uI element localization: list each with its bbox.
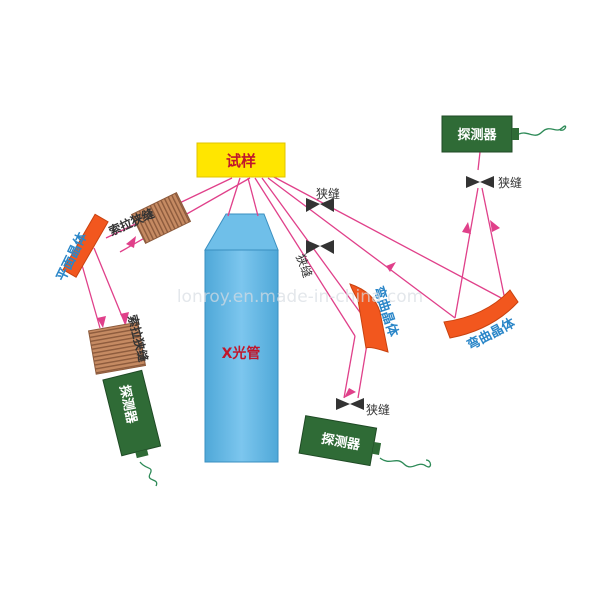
- ray-sample-to-center-2: [261, 177, 371, 327]
- detector-right: 探测器: [441, 115, 567, 153]
- slit-bottom: 狭缝: [336, 398, 390, 417]
- detector-bottom: 探测器: [298, 415, 432, 468]
- arrow-to-soller-bottom: [97, 316, 106, 328]
- detector-left-cable: [139, 461, 158, 487]
- arrow-to-right-crystal: [386, 262, 396, 272]
- xray-tube-label: X光管: [222, 345, 261, 362]
- ray-center-to-detector-1: [343, 335, 356, 399]
- ray-flat-crystal-1: [79, 257, 101, 329]
- slit-upper-wedge-a: [306, 198, 320, 212]
- arrow-to-soller-top: [126, 236, 136, 248]
- slit-lower-label: 狭缝: [293, 252, 315, 280]
- detector-right-label: 探测器: [457, 127, 497, 143]
- curved-crystal-center-body: [349, 283, 389, 353]
- ray-tube-to-sample-1: [227, 177, 241, 217]
- arrow-right-up: [462, 222, 471, 234]
- detector-left-connector: [135, 449, 149, 459]
- slit-bottom-wedge-b: [350, 398, 364, 410]
- ray-sample-to-right-2: [271, 175, 506, 301]
- soller-slit-bottom: 索拉狭缝: [87, 313, 151, 375]
- ray-tube-to-sample-2: [247, 177, 259, 217]
- ray-flat-crystal-2: [93, 247, 127, 327]
- detector-bottom-cable: [379, 457, 432, 468]
- soller-slit-top: 索拉狭缝: [106, 191, 192, 245]
- detector-right-connector: [512, 128, 519, 140]
- xray-tube-body: [204, 249, 279, 463]
- detector-bottom-label: 探测器: [320, 431, 362, 454]
- ray-right-up-2: [481, 187, 506, 301]
- detector-right-cable: [518, 125, 567, 136]
- detector-left: 探测器: [102, 369, 162, 487]
- ray-right-to-detector: [477, 151, 481, 171]
- ray-right-up-1: [454, 187, 479, 319]
- ray-sample-to-right-1: [267, 177, 456, 319]
- arrow-to-soller-bottom-2: [120, 312, 129, 324]
- curved-crystal-right: 弯曲晶体: [443, 289, 519, 354]
- slit-bottom-wedge-a: [336, 398, 350, 410]
- sample: 试样: [196, 142, 286, 178]
- soller-slit-top-body: [130, 191, 192, 245]
- slit-upper-wedge-b: [320, 198, 334, 212]
- sample-label: 试样: [226, 152, 256, 170]
- flat-crystal-body: [62, 213, 109, 278]
- watermark: lonroy.en.made-in-china.com: [177, 287, 423, 307]
- slit-upper-label: 狭缝: [316, 186, 340, 201]
- slit-right-wedge-b: [480, 176, 494, 188]
- slit-right-wedge-a: [466, 176, 480, 188]
- xray-tube-neck: [204, 213, 279, 251]
- slit-lower-wedge-a: [306, 240, 320, 254]
- ray-paths: [79, 151, 506, 399]
- detector-right-body: [441, 115, 513, 153]
- slit-right: 狭缝: [466, 175, 522, 190]
- slit-upper: 狭缝: [306, 186, 340, 212]
- slit-lower: 狭缝: [293, 240, 334, 280]
- curved-crystal-right-body: [443, 289, 519, 339]
- xray-tube: X光管: [204, 213, 279, 463]
- sample-box: [196, 142, 286, 178]
- soller-slit-bottom-body: [87, 321, 147, 375]
- slit-right-label: 狭缝: [498, 175, 522, 190]
- slit-lower-wedge-b: [320, 240, 334, 254]
- slit-bottom-label: 狭缝: [366, 402, 390, 417]
- flat-crystal: 平面晶体: [53, 213, 109, 284]
- arrow-right-up-2: [490, 220, 500, 232]
- detector-bottom-connector: [372, 441, 382, 455]
- ray-sample-to-center-1: [254, 177, 356, 337]
- arrow-to-detector-bottom: [344, 388, 356, 398]
